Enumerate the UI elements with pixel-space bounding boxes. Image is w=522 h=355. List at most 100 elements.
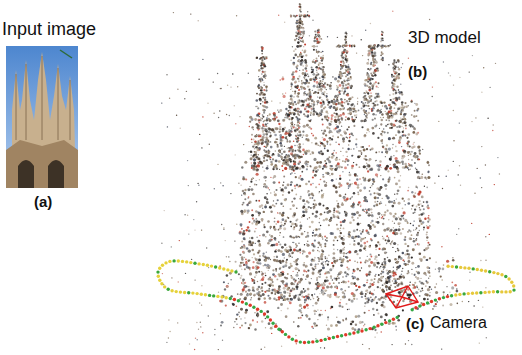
cloud-point: [357, 242, 360, 245]
cloud-point: [388, 259, 391, 262]
cloud-point: [241, 195, 242, 196]
cloud-point: [330, 286, 333, 289]
cloud-point: [425, 285, 427, 287]
cloud-point: [429, 270, 430, 271]
cloud-point: [333, 209, 335, 211]
cloud-point: [266, 252, 267, 253]
cloud-point: [357, 186, 360, 189]
cloud-point: [296, 219, 298, 221]
cloud-point: [357, 192, 358, 193]
cloud-point: [378, 151, 380, 153]
cloud-point: [413, 128, 416, 131]
cloud-point: [423, 272, 426, 275]
cloud-point: [270, 235, 273, 238]
cloud-point: [410, 238, 412, 240]
cloud-point: [383, 101, 385, 103]
cloud-point: [395, 182, 398, 185]
cloud-point: [339, 121, 341, 123]
cloud-point: [399, 137, 402, 140]
cloud-point: [280, 187, 281, 188]
cloud-point: [258, 200, 260, 202]
cloud-point: [375, 151, 377, 153]
cloud-point: [353, 203, 356, 206]
cloud-point: [360, 262, 362, 264]
cloud-point: [379, 243, 381, 245]
cloud-point: [400, 281, 402, 283]
cloud-point: [415, 103, 418, 106]
cloud-point: [333, 249, 334, 250]
cloud-point: [426, 234, 428, 236]
cloud-point: [286, 250, 289, 253]
cloud-point: [386, 252, 387, 253]
cloud-point: [414, 274, 416, 276]
cloud-point: [329, 167, 331, 169]
cloud-point: [255, 200, 257, 202]
cloud-point: [295, 236, 298, 239]
cloud-point: [340, 195, 341, 196]
cloud-point: [283, 287, 286, 290]
cloud-point: [277, 220, 280, 223]
cloud-point: [265, 204, 266, 205]
cloud-point: [293, 140, 295, 142]
cloud-point: [283, 176, 285, 178]
cloud-point: [427, 242, 429, 244]
cloud-point: [427, 176, 430, 179]
cloud-point: [388, 219, 389, 220]
cloud-point: [411, 234, 413, 236]
cloud-point: [378, 188, 381, 191]
cloud-point: [353, 240, 355, 242]
cloud-point: [353, 229, 356, 232]
cloud-point: [251, 126, 253, 128]
cloud-point: [342, 258, 345, 261]
cloud-point: [241, 269, 242, 270]
cloud-point: [368, 258, 371, 261]
cloud-point: [325, 172, 327, 174]
cloud-point: [407, 190, 409, 192]
cloud-point: [272, 158, 274, 160]
cloud-point: [364, 196, 367, 199]
cloud-point: [326, 285, 329, 288]
cloud-point: [298, 186, 299, 187]
cloud-point: [417, 292, 419, 294]
cloud-point: [380, 273, 382, 275]
cloud-point: [274, 293, 276, 295]
cloud-point: [333, 207, 335, 209]
cloud-point: [279, 232, 281, 234]
cloud-point: [325, 258, 326, 259]
cloud-point: [258, 215, 260, 217]
cloud-point: [387, 132, 389, 134]
cloud-point: [311, 197, 313, 199]
cloud-point: [340, 288, 342, 290]
cloud-point: [414, 152, 417, 155]
cloud-point: [395, 150, 397, 152]
cloud-point: [323, 181, 325, 183]
cloud-point: [301, 178, 304, 181]
cloud-point: [256, 237, 257, 238]
cloud-point: [384, 248, 387, 251]
cloud-point: [320, 179, 322, 181]
cloud-point: [306, 271, 308, 273]
cloud-point: [360, 240, 361, 241]
cloud-point: [249, 221, 251, 223]
cloud-point: [299, 225, 302, 228]
cloud-point: [404, 243, 406, 245]
cloud-point: [429, 295, 431, 297]
cloud-point: [317, 235, 320, 238]
cloud-point: [404, 163, 407, 166]
cloud-point: [377, 168, 380, 171]
cloud-point: [249, 272, 252, 275]
cloud-point: [305, 183, 308, 186]
cloud-point: [354, 251, 356, 253]
cloud-point: [370, 279, 372, 281]
cloud-point: [326, 257, 328, 259]
cloud-point: [294, 185, 296, 187]
cloud-point: [266, 198, 268, 200]
cloud-point: [299, 252, 301, 254]
cloud-point: [408, 198, 410, 200]
cloud-point: [351, 216, 353, 218]
cloud-point: [415, 239, 417, 241]
cloud-point: [332, 267, 334, 269]
cloud-point: [315, 186, 317, 188]
cloud-point: [359, 270, 361, 272]
cloud-point: [263, 295, 264, 296]
